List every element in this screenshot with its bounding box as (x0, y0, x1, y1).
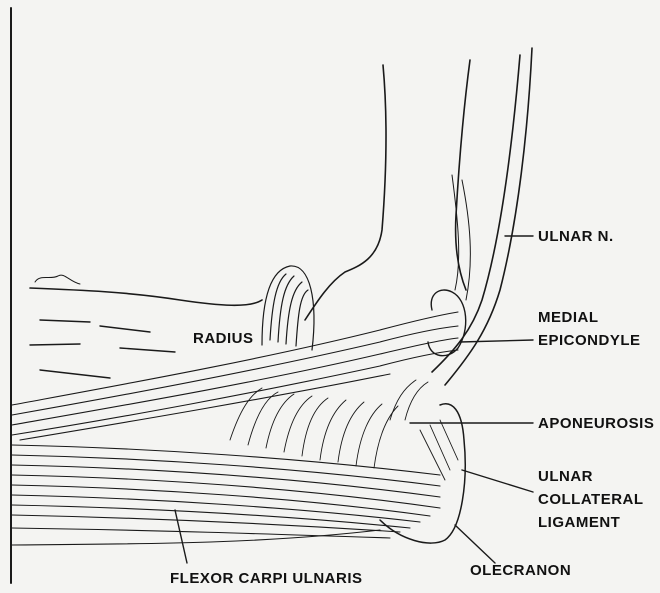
label-aponeurosis: APONEUROSIS (538, 412, 654, 435)
label-ligament: LIGAMENT (538, 511, 620, 534)
ulnar-nerve (452, 175, 470, 300)
label-collateral: COLLATERAL (538, 488, 644, 511)
flexor-carpi-ulnaris-bundle (12, 445, 440, 545)
aponeurosis-fibers (230, 380, 428, 468)
forearm-surface-marks (30, 320, 175, 378)
olecranon-marks (420, 420, 458, 480)
label-medial: MEDIAL (538, 306, 599, 329)
medial-epicondyle-shape (428, 290, 466, 356)
label-ulnar-nerve: ULNAR N. (538, 225, 614, 248)
humerus-outline (305, 48, 532, 385)
label-olecranon: OLECRANON (470, 559, 571, 582)
label-flexor-carpi-ulnaris: FLEXOR CARPI ULNARIS (170, 567, 363, 590)
label-epicondyle: EPICONDYLE (538, 329, 641, 352)
label-radius: RADIUS (193, 327, 254, 350)
label-ulnar: ULNAR (538, 465, 593, 488)
forearm-upper-contour (30, 288, 262, 305)
radius-head (262, 266, 314, 350)
